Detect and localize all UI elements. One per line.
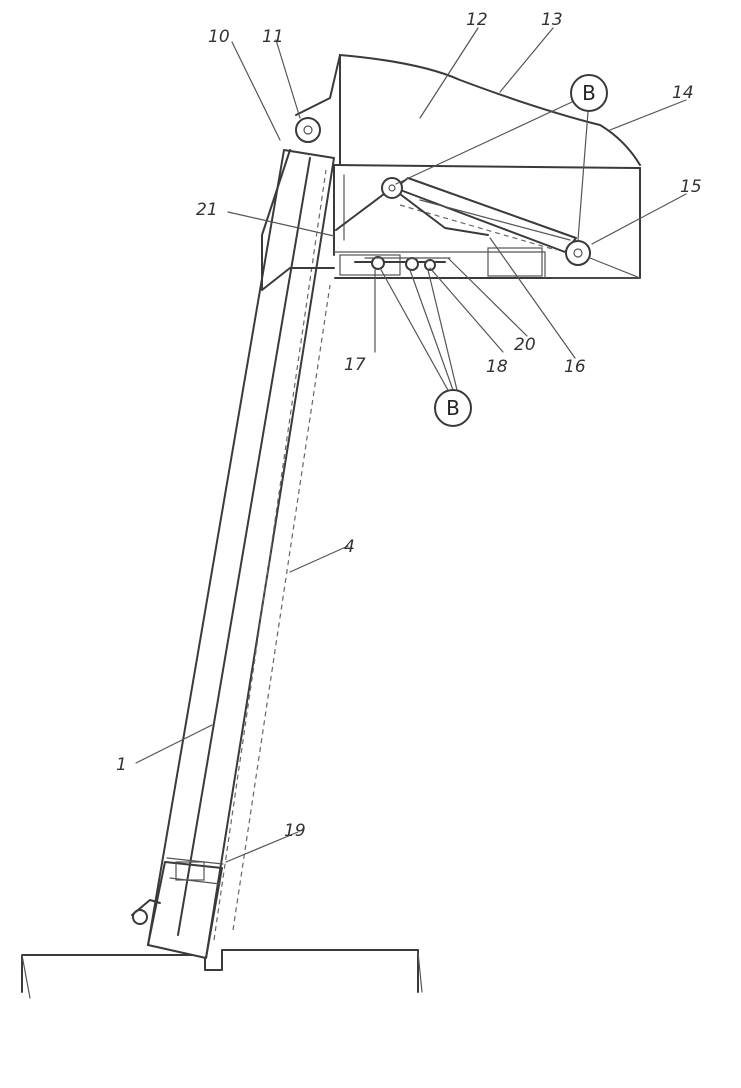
lower-hinges: [354, 256, 451, 271]
callout-bottom: B: [434, 389, 472, 427]
callout-bottom-text: B: [446, 396, 460, 420]
label-11: 11: [262, 27, 284, 47]
label-12: 12: [466, 10, 488, 30]
label-21: 21: [196, 200, 218, 220]
hydraulic-cylinder: [335, 177, 641, 279]
callout-top-circle: [570, 74, 608, 112]
label-13: 13: [541, 10, 563, 30]
label-15: 15: [680, 177, 702, 197]
callout-top-text: B: [582, 81, 596, 105]
label-17: 17: [344, 355, 366, 375]
label-10: 10: [208, 27, 230, 47]
label-18: 18: [486, 357, 508, 377]
boom-column: [131, 149, 335, 959]
callout-bottom-circle: [434, 389, 472, 427]
label-19: 19: [284, 821, 306, 841]
leader-lines: [135, 27, 687, 863]
label-20: 20: [514, 335, 536, 355]
label-1: 1: [116, 755, 127, 775]
callout-top: B: [570, 74, 608, 112]
reference-labels: 10 11 12 13 14 15 21 20 16 18 17 4 1 19: [116, 10, 702, 841]
hopper-container: [333, 54, 641, 169]
ground-base: [21, 949, 423, 999]
label-16: 16: [564, 357, 586, 377]
label-14: 14: [672, 83, 694, 103]
label-4: 4: [344, 537, 355, 557]
